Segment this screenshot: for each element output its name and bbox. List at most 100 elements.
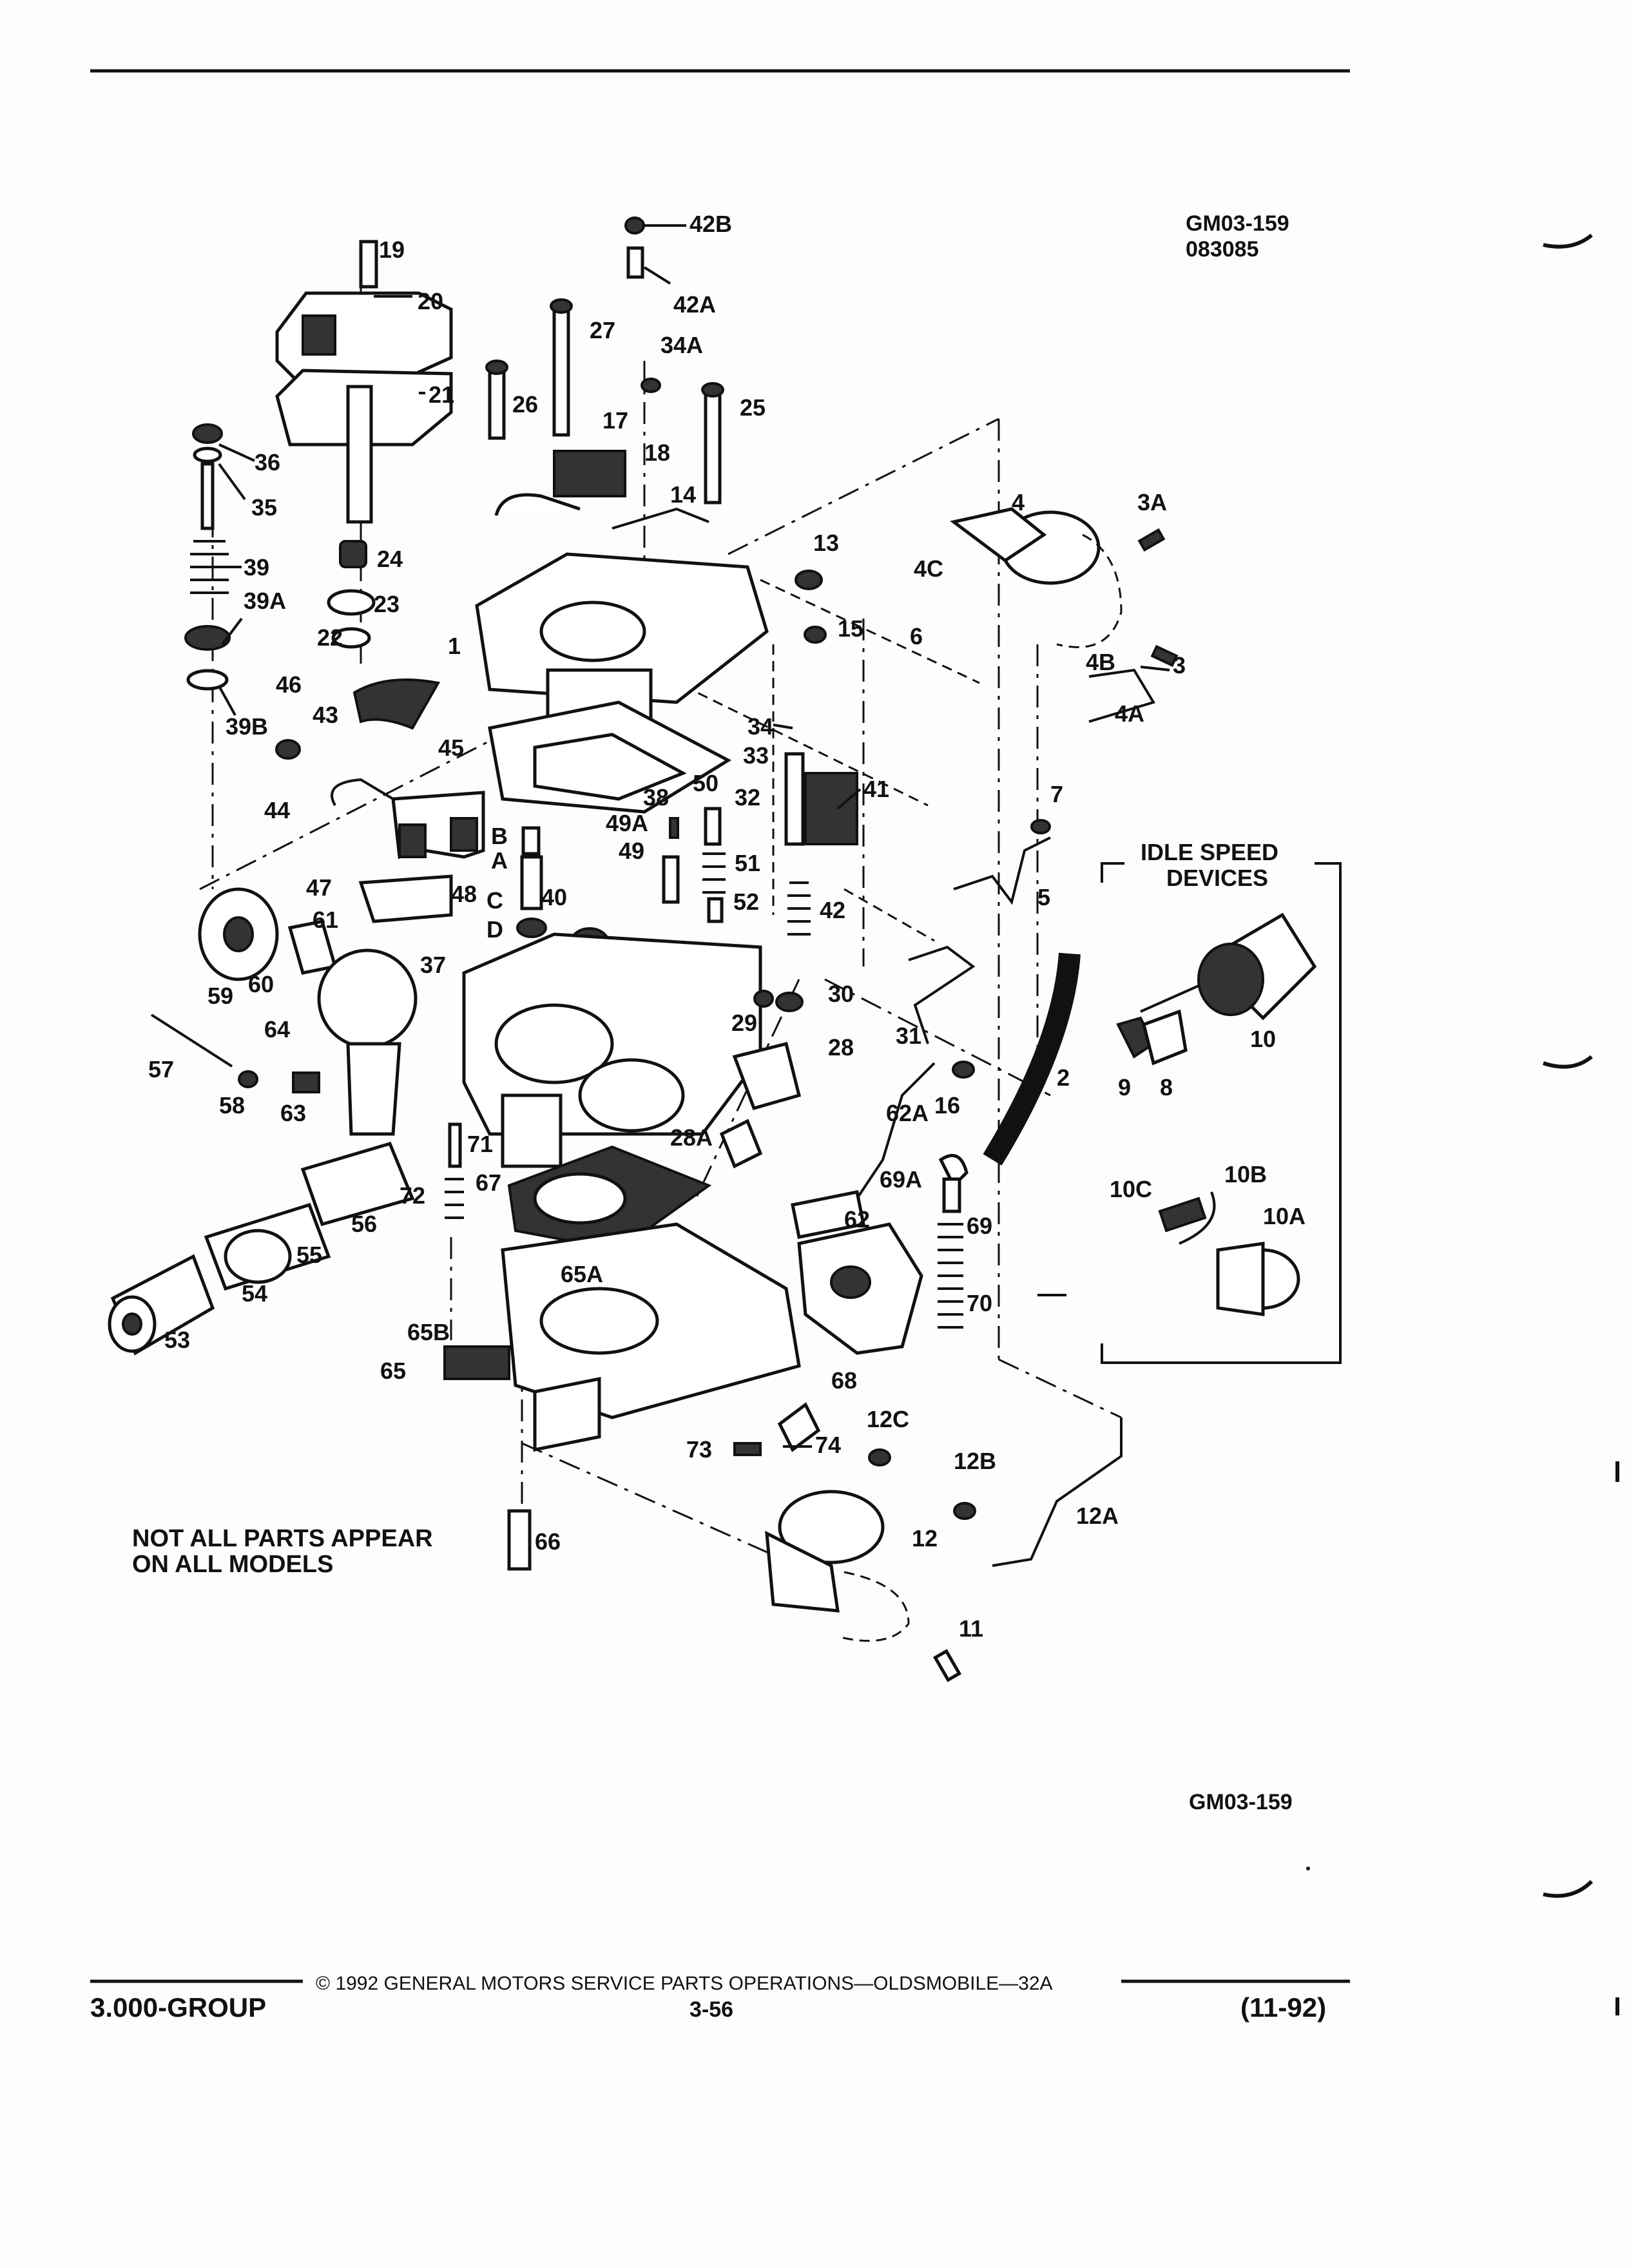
callout: 33 (743, 742, 769, 769)
callout: 42B (689, 211, 732, 237)
callout: 41 (863, 776, 889, 802)
callout: 10C (1110, 1176, 1152, 1202)
margin-mark (1543, 233, 1593, 249)
callout: 26 (512, 391, 538, 418)
callout: 48 (451, 881, 477, 907)
callout: 60 (248, 971, 274, 997)
callout: C (487, 887, 503, 914)
callout: 2 (1057, 1064, 1070, 1091)
callout: 46 (276, 671, 302, 698)
callout: 57 (148, 1056, 174, 1082)
callout: 62A (886, 1100, 929, 1126)
callout: 51 (735, 850, 760, 876)
callout: 59 (207, 983, 233, 1009)
callout: 1 (448, 633, 461, 659)
idle-speed-panel: IDLE SPEED DEVICES (1101, 839, 1342, 1364)
callout: 12 (912, 1525, 938, 1552)
callout: 74 (815, 1432, 841, 1458)
callout: 65B (407, 1319, 450, 1345)
callout: 70 (967, 1290, 992, 1316)
callout: 71 (467, 1131, 493, 1157)
callout: 12A (1076, 1503, 1119, 1529)
callout: 3 (1173, 652, 1186, 678)
callout: 7 (1050, 781, 1063, 807)
callout: 43 (313, 702, 338, 728)
header-date: 083085 (1186, 237, 1258, 262)
callout: 15 (838, 615, 863, 642)
callout: 49 (619, 838, 644, 864)
callout: 18 (644, 439, 670, 466)
callout: 3A (1137, 489, 1167, 515)
callout: 4 (1012, 489, 1025, 515)
callout: 22 (317, 624, 343, 651)
figure-code: GM03-159 (1189, 1790, 1293, 1814)
callout: 12B (954, 1448, 996, 1474)
callout: 14 (670, 481, 696, 508)
margin-mark (1543, 1879, 1594, 1898)
callout: 39 (244, 554, 269, 581)
callout: 10 (1250, 1026, 1276, 1052)
callout: 35 (251, 494, 277, 521)
callout: 10B (1224, 1161, 1267, 1187)
callout: 38 (643, 784, 669, 811)
callout: 47 (306, 874, 332, 901)
callout: D (487, 916, 503, 943)
callout: 69 (967, 1213, 992, 1239)
callout: 49A (606, 810, 648, 836)
footer-date: (11-92) (1240, 1992, 1326, 2023)
callout: 63 (280, 1100, 306, 1126)
callout: 40 (541, 884, 567, 910)
callout: 8 (1160, 1074, 1173, 1100)
part-callouts: 19 20 21 36 35 39 39A 39B 24 23 22 46 43… (148, 211, 1306, 1642)
callout: 28A (670, 1124, 713, 1151)
callout: 5 (1037, 884, 1050, 910)
margin-mark (1543, 1055, 1593, 1069)
callout: 20 (418, 288, 443, 314)
callout: 17 (602, 407, 628, 434)
callout: 6 (910, 623, 923, 649)
callout: 27 (590, 317, 615, 343)
note-line2: ON ALL MODELS (132, 1551, 333, 1578)
callout: 30 (828, 981, 854, 1007)
panel-title: IDLE SPEED (1141, 839, 1278, 865)
header-code: GM03-159 (1186, 211, 1289, 236)
callout: 12C (867, 1406, 909, 1432)
callout: 16 (934, 1092, 960, 1119)
callout: 58 (219, 1092, 245, 1119)
callout: 67 (476, 1169, 501, 1196)
callout: 42 (820, 897, 845, 923)
callout: 37 (420, 952, 446, 978)
callout: 53 (164, 1327, 190, 1353)
callout: 29 (731, 1010, 757, 1036)
callout: 42A (673, 291, 716, 318)
callout: 61 (313, 907, 338, 933)
callout: 69A (880, 1166, 922, 1193)
callout: 4C (914, 555, 943, 582)
callout: 23 (374, 591, 400, 617)
leader-lines (218, 224, 1170, 1448)
callout: 36 (255, 449, 280, 476)
callout: 50 (693, 770, 718, 796)
part-shapes (108, 216, 1179, 1682)
callout: 21 (429, 381, 454, 408)
callout: A (491, 847, 508, 874)
callout: 45 (438, 735, 464, 761)
speck (1306, 1867, 1310, 1870)
callout: 62 (844, 1206, 870, 1233)
callout: 10A (1263, 1203, 1306, 1229)
callout: 66 (535, 1528, 561, 1555)
callout: 52 (733, 889, 759, 915)
callout: 34A (660, 332, 703, 358)
callout: 73 (686, 1436, 712, 1463)
callout: 44 (264, 797, 290, 823)
callout: 4A (1115, 700, 1144, 727)
callout: 65 (380, 1358, 406, 1384)
callout: 55 (296, 1242, 322, 1268)
callout: 24 (377, 546, 403, 572)
callout: 65A (561, 1261, 603, 1287)
footer-copyright: © 1992 GENERAL MOTORS SERVICE PARTS OPER… (316, 1973, 1053, 1994)
callout: 11 (959, 1615, 983, 1642)
callout: 19 (379, 236, 405, 263)
callout: 25 (740, 394, 766, 421)
